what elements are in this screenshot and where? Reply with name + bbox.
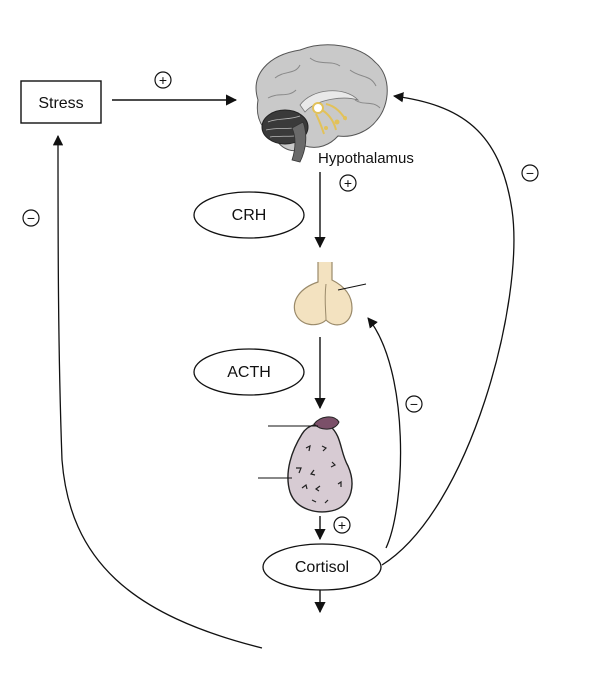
brain-feedback-minus-sign: − (521, 164, 539, 182)
svg-text:−: − (27, 210, 35, 226)
output-to-stress-feedback-arrow (52, 134, 263, 649)
svg-text:+: + (159, 72, 167, 88)
adrenal-plus-sign: + (333, 516, 351, 534)
acth-hormone: ACTH (193, 348, 305, 396)
cortisol-to-brain-feedback-arrow (381, 92, 515, 566)
brain-icon (255, 44, 388, 163)
pituitary-feedback-minus-sign: − (405, 395, 423, 413)
svg-text:−: − (410, 396, 418, 412)
svg-text:+: + (338, 517, 346, 533)
crh-label: CRH (232, 207, 267, 224)
hypothalamus-label: Hypothalamus (318, 150, 414, 167)
hypothalamus-plus-sign: + (339, 174, 357, 192)
stress-label: Stress (38, 95, 83, 112)
cortisol-label: Cortisol (295, 559, 349, 576)
acth-label: ACTH (227, 364, 271, 381)
stress-box: Stress (20, 80, 102, 124)
svg-text:−: − (526, 165, 534, 181)
cortisol-hormone: Cortisol (262, 543, 382, 591)
stress-plus-sign: + (154, 71, 172, 89)
stress-feedback-minus-sign: − (22, 209, 40, 227)
cortisol-to-pituitary-feedback-arrow (367, 317, 402, 549)
svg-text:+: + (344, 175, 352, 191)
pituitary-icon (293, 262, 367, 326)
crh-hormone: CRH (193, 191, 305, 239)
adrenal-gland-icon (258, 416, 353, 513)
